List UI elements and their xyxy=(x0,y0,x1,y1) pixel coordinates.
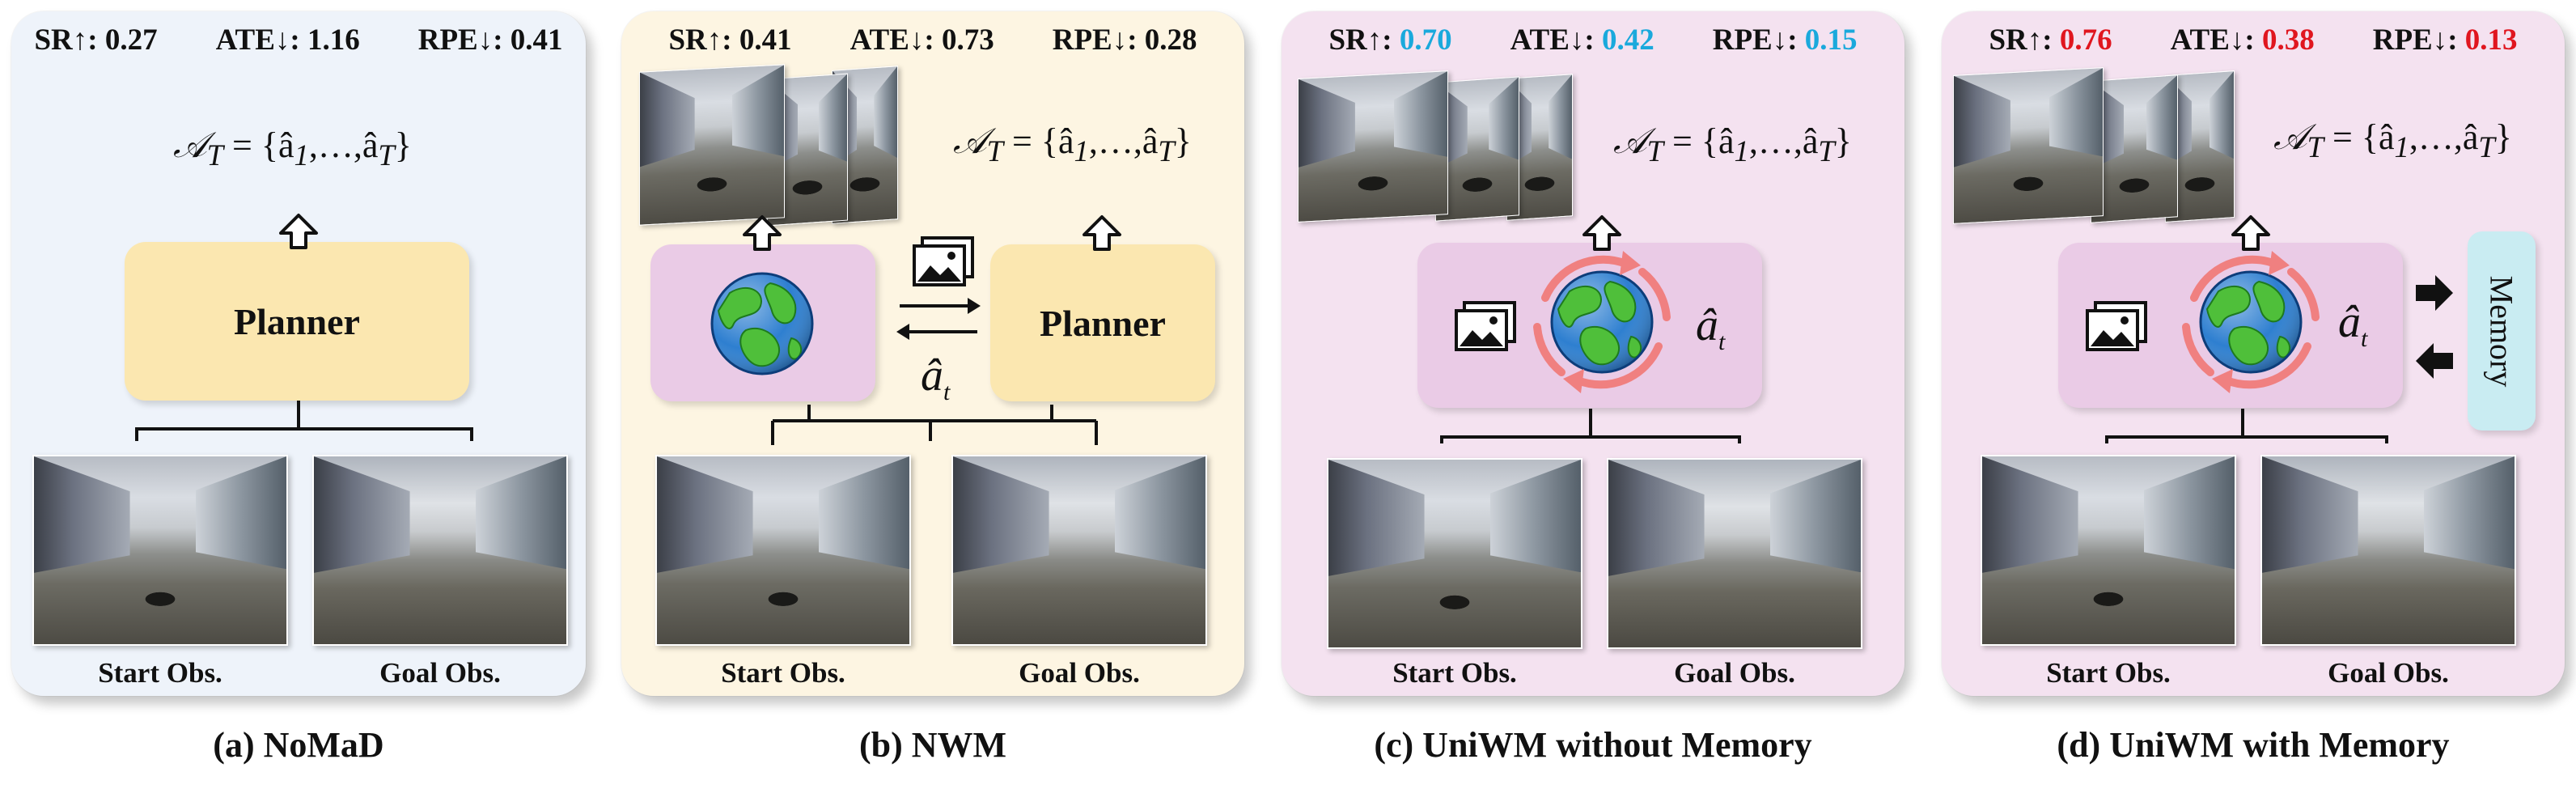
metrics-row: SR↑: 0.70 ATE↓: 0.42 RPE↓: 0.15 xyxy=(1282,23,1904,57)
predicted-frame-1 xyxy=(1953,67,2104,224)
metric-sr: SR↑: 0.76 xyxy=(1989,23,2112,57)
goal-observation-image xyxy=(2260,455,2516,646)
start-obs-label: Start Obs. xyxy=(2046,657,2171,689)
metrics-row: SR↑: 0.76 ATE↓: 0.38 RPE↓: 0.13 xyxy=(1942,23,2565,57)
predicted-frame-1 xyxy=(639,64,785,226)
panel-uniwm-with-memory: SR↑: 0.76 ATE↓: 0.38 RPE↓: 0.13 𝒜T = {â1… xyxy=(1942,11,2565,696)
start-obs-label: Start Obs. xyxy=(721,657,845,689)
metric-rpe: RPE↓: 0.41 xyxy=(417,23,563,57)
panel-nwm: SR↑: 0.41 ATE↓: 0.73 RPE↓: 0.28 𝒜T = {â1… xyxy=(621,11,1244,696)
metric-rpe: RPE↓: 0.15 xyxy=(1712,23,1858,57)
metric-sr: SR↑: 0.41 xyxy=(668,23,792,57)
panel-nomad: SR↑: 0.27 ATE↓: 1.16 RPE↓: 0.41 𝒜T = {â1… xyxy=(11,11,586,696)
start-obs-label: Start Obs. xyxy=(1392,657,1517,689)
planner-label: Planner xyxy=(234,300,360,342)
goal-observation-image xyxy=(951,455,1207,646)
action-sequence-formula: 𝒜T = {â1,…,âT} xyxy=(2273,117,2512,163)
goal-observation-image xyxy=(312,455,568,646)
caption-d: (d) UniWM with Memory xyxy=(2057,725,2450,765)
memory-label: Memory xyxy=(2483,275,2520,387)
action-sequence-formula: 𝒜T = {â1,…,âT} xyxy=(173,125,412,172)
predicted-frame-1 xyxy=(1298,70,1448,223)
caption-c: (c) UniWM without Memory xyxy=(1374,725,1812,765)
metrics-row: SR↑: 0.41 ATE↓: 0.73 RPE↓: 0.28 xyxy=(621,23,1244,57)
metric-rpe: RPE↓: 0.13 xyxy=(2372,23,2518,57)
action-token: ât xyxy=(2338,297,2368,353)
start-obs-label: Start Obs. xyxy=(98,657,222,689)
goal-obs-label: Goal Obs. xyxy=(1019,657,1140,689)
start-observation-image xyxy=(655,455,911,646)
panel-uniwm-without-memory: SR↑: 0.70 ATE↓: 0.42 RPE↓: 0.15 𝒜T = {â1… xyxy=(1282,11,1904,696)
planner-box: Planner xyxy=(125,242,469,401)
metric-ate: ATE↓: 0.38 xyxy=(2170,23,2315,57)
caption-b: (b) NWM xyxy=(858,725,1007,765)
goal-obs-label: Goal Obs. xyxy=(1674,657,1795,689)
action-sequence-formula: 𝒜T = {â1,…,âT} xyxy=(953,121,1192,168)
goal-obs-label: Goal Obs. xyxy=(379,657,501,689)
start-observation-image xyxy=(32,455,288,646)
caption-a: (a) NoMaD xyxy=(213,725,384,765)
planner-label: Planner xyxy=(1040,302,1166,344)
planner-box: Planner xyxy=(990,244,1215,401)
goal-obs-label: Goal Obs. xyxy=(2328,657,2449,689)
metric-ate: ATE↓: 1.16 xyxy=(215,23,360,57)
metric-sr: SR↑: 0.70 xyxy=(1328,23,1452,57)
action-token: ât xyxy=(1696,300,1726,356)
metric-ate: ATE↓: 0.73 xyxy=(849,23,994,57)
action-sequence-formula: 𝒜T = {â1,…,âT} xyxy=(1613,121,1852,168)
metric-rpe: RPE↓: 0.28 xyxy=(1052,23,1197,57)
metrics-row: SR↑: 0.27 ATE↓: 1.16 RPE↓: 0.41 xyxy=(11,23,586,57)
metric-sr: SR↑: 0.27 xyxy=(34,23,158,57)
memory-bank-box: Memory xyxy=(2468,231,2536,431)
start-observation-image xyxy=(1327,458,1582,649)
metric-ate: ATE↓: 0.42 xyxy=(1510,23,1654,57)
start-observation-image xyxy=(1981,455,2236,646)
predicted-frame-2 xyxy=(2091,74,2178,223)
goal-observation-image xyxy=(1607,458,1862,649)
world-model-box xyxy=(650,244,875,401)
action-token: ât xyxy=(921,350,951,406)
